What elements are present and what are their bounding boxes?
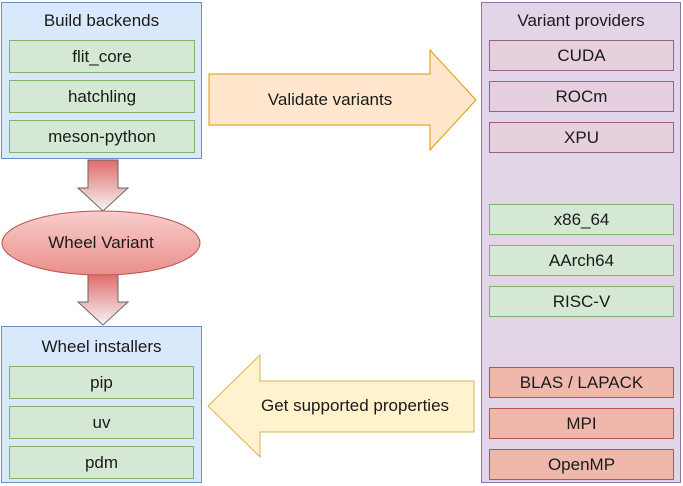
installer-item: uv: [9, 406, 194, 439]
provider-item-mpi: MPI: [489, 408, 674, 439]
provider-item-xpu: XPU: [489, 122, 674, 153]
provider-item-risc-v: RISC-V: [489, 286, 674, 317]
build-backends-panel: Build backends flit_core hatchling meson…: [1, 2, 202, 159]
down-arrow-top: [76, 159, 130, 212]
get-supported-properties-label: Get supported properties: [260, 396, 450, 415]
wheel-variant-label: Wheel Variant: [48, 233, 154, 252]
supported-arrow: [207, 353, 475, 459]
wheel-installers-title: Wheel installers: [41, 337, 162, 356]
variant-providers-title: Variant providers: [517, 11, 645, 30]
installer-item: pdm: [9, 446, 194, 479]
backend-item: hatchling: [9, 80, 195, 113]
backend-item: flit_core: [9, 40, 195, 73]
wheel-variant-ellipse: [1, 210, 201, 276]
variant-providers-panel: Variant providers CUDA ROCm XPU x86_64 A…: [481, 2, 681, 483]
validate-variants-label: Validate variants: [267, 90, 393, 109]
down-arrow-bottom: [76, 273, 130, 326]
provider-item-rocm: ROCm: [489, 81, 674, 112]
provider-item-blas-lapack: BLAS / LAPACK: [489, 367, 674, 398]
provider-item-cuda: CUDA: [489, 40, 674, 71]
installer-item: pip: [9, 366, 194, 399]
provider-item-openmp: OpenMP: [489, 449, 674, 480]
wheel-installers-panel: Wheel installers pip uv pdm: [1, 326, 202, 483]
provider-item-aarch64: AArch64: [489, 245, 674, 276]
build-backends-title: Build backends: [43, 11, 160, 30]
validate-arrow: [208, 48, 477, 152]
backend-item: meson-python: [9, 120, 195, 153]
provider-item-x86-64: x86_64: [489, 204, 674, 235]
